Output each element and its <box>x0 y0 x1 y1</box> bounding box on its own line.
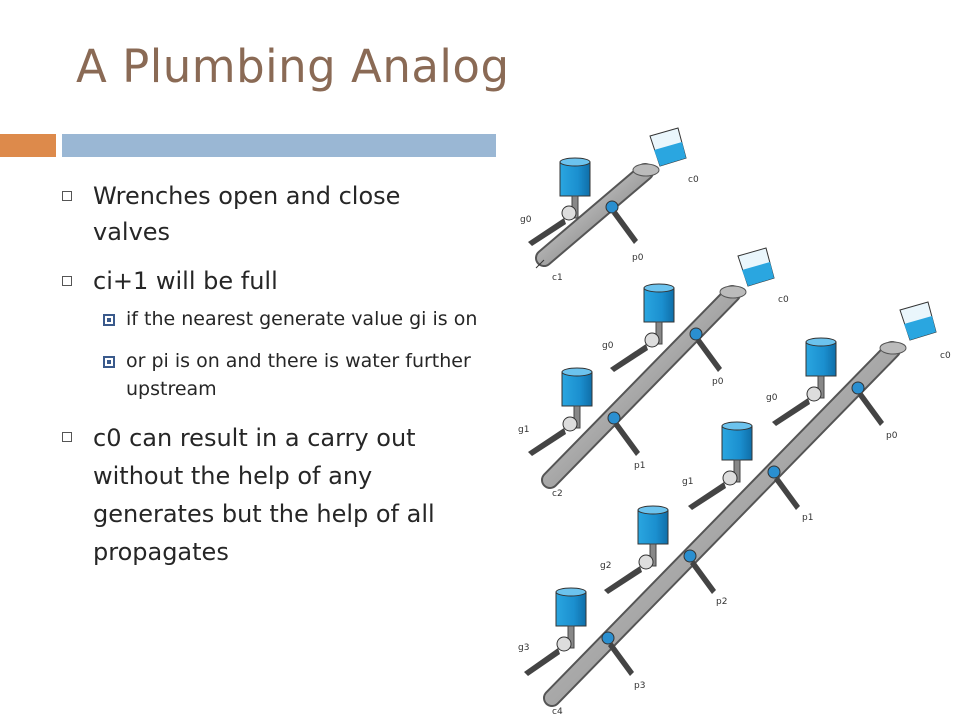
chain-1: c0 g0 p0 c1 <box>520 127 699 283</box>
label-p1: p1 <box>802 513 813 523</box>
chain-2: c0 g0 p0 g1 p1 c2 <box>518 247 789 499</box>
bullet-text: c0 can result in a carry out without the… <box>93 424 435 566</box>
wrench-icon <box>858 392 884 426</box>
filled-square-bullet-icon <box>103 314 115 326</box>
label-g0: g0 <box>766 393 778 403</box>
label-g0: g0 <box>520 215 532 225</box>
sub-bullet-text: if the nearest generate value gi is on <box>126 308 478 330</box>
label-c2: c2 <box>552 489 563 499</box>
wrench-icon <box>524 648 560 676</box>
wrench-icon <box>528 218 566 246</box>
wrench-icon <box>696 338 722 372</box>
water-cup-icon <box>643 287 675 323</box>
valve-wheel-icon <box>689 327 703 341</box>
label-p2: p2 <box>716 597 727 607</box>
bullet-item: ci+1 will be full <box>60 263 480 299</box>
label-c0: c0 <box>778 295 789 305</box>
square-bullet-icon <box>62 432 72 442</box>
label-p0: p0 <box>712 377 724 387</box>
label-p3: p3 <box>634 681 645 691</box>
square-bullet-icon <box>62 276 72 286</box>
square-bullet-icon <box>62 191 72 201</box>
wrench-icon <box>612 210 638 244</box>
valve-wheel-icon <box>806 386 822 402</box>
label-p0: p0 <box>632 253 644 263</box>
title-accent-bar <box>0 134 56 157</box>
wrench-icon <box>608 642 634 676</box>
wrench-icon <box>528 428 566 456</box>
wrench-icon <box>610 344 648 372</box>
valve-wheel-icon <box>562 416 578 432</box>
wrench-icon <box>614 422 640 456</box>
label-g1: g1 <box>682 477 693 487</box>
water-cup-icon <box>559 161 591 197</box>
wrench-icon <box>690 560 716 594</box>
water-cup-icon <box>805 341 837 377</box>
label-g0: g0 <box>602 341 614 351</box>
label-g3: g3 <box>518 643 529 653</box>
water-cup-icon <box>555 591 587 627</box>
sub-bullet-item: or pi is on and there is water further u… <box>60 347 480 403</box>
wrench-icon <box>774 476 800 510</box>
valve-wheel-icon <box>644 332 660 348</box>
bullet-item: c0 can result in a carry out without the… <box>60 419 480 571</box>
valve-wheel-icon <box>722 470 738 486</box>
valve-wheel-icon <box>851 381 865 395</box>
water-cup-icon <box>637 509 669 545</box>
sub-bullet-text: or pi is on and there is water further u… <box>126 350 471 400</box>
label-c0: c0 <box>688 175 699 185</box>
valve-wheel-icon <box>556 636 572 652</box>
label-g1: g1 <box>518 425 529 435</box>
label-c4: c4 <box>552 707 563 717</box>
plumbing-diagram: c0 g0 p0 c1 c0 g0 p0 g1 p1 c2 <box>518 127 951 717</box>
label-c1: c1 <box>552 273 563 283</box>
valve-wheel-icon <box>561 205 577 221</box>
chain-3: c0 g0 p0 g1 p1 g2 p2 g3 p3 c4 <box>518 301 951 717</box>
wrench-icon <box>604 566 642 594</box>
wrench-icon <box>772 398 810 426</box>
label-g2: g2 <box>600 561 611 571</box>
valve-wheel-icon <box>683 549 697 563</box>
filled-square-bullet-icon <box>103 356 115 368</box>
wrench-icon <box>688 482 726 510</box>
bullet-item: Wrenches open and close valves <box>60 178 480 250</box>
water-cup-icon <box>561 371 593 407</box>
bullet-list: Wrenches open and close valves ci+1 will… <box>60 178 480 584</box>
valve-wheel-icon <box>767 465 781 479</box>
label-c0: c0 <box>940 351 951 361</box>
sub-bullet-item: if the nearest generate value gi is on <box>60 305 480 333</box>
title-underline-bar <box>62 134 496 157</box>
valve-wheel-icon <box>605 200 619 214</box>
water-cup-icon <box>721 425 753 461</box>
valve-wheel-icon <box>638 554 654 570</box>
slide-title: A Plumbing Analog <box>76 40 510 93</box>
valve-wheel-icon <box>601 631 615 645</box>
bullet-text: Wrenches open and close valves <box>93 182 401 246</box>
bullet-text: ci+1 will be full <box>93 267 278 295</box>
valve-wheel-icon <box>607 411 621 425</box>
label-p1: p1 <box>634 461 645 471</box>
label-p0: p0 <box>886 431 898 441</box>
